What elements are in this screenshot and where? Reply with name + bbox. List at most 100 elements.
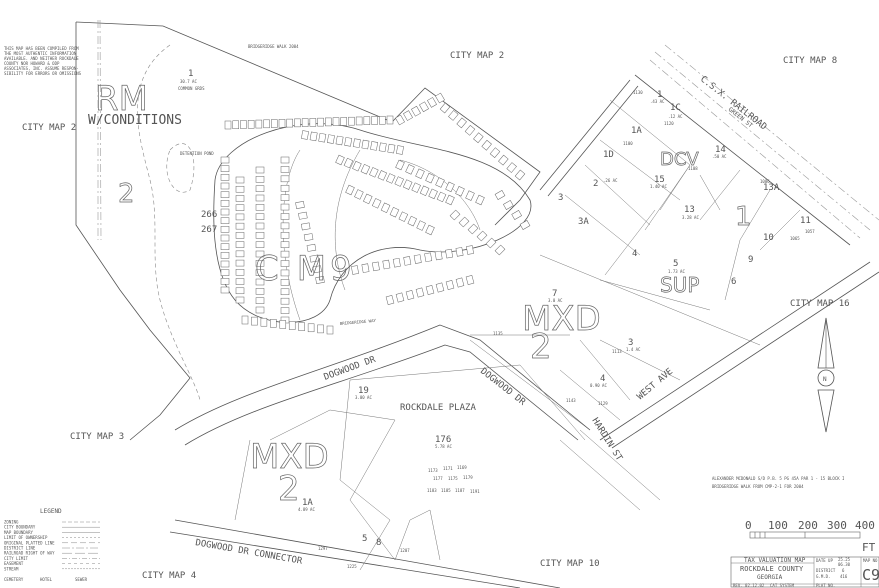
detention-pond-label: DETENTION POND [180,151,214,156]
parcel-area: .12 AC [668,114,683,119]
zone-cm-number: 9 [330,249,352,289]
townhouse-unit [220,165,230,172]
townhouse-unit [458,216,470,228]
townhouse-unit [255,185,265,192]
townhouse-unit [280,156,290,164]
townhouse-unit [403,110,413,121]
townhouse-unit [413,254,422,264]
hardin-st [559,429,661,511]
gmd-value: 416 [840,574,848,579]
townhouse-unit [255,306,265,314]
legend-item-label: STREAM [4,566,19,571]
scale-bar: 0 100 200 300 400 FT [745,519,876,554]
address-number: 1183 [427,488,437,493]
townhouse-unit [224,120,232,130]
townhouse-unit [255,288,265,295]
townhouse-unit [395,159,405,171]
townhouse-unit [394,176,404,187]
legend-symbol-label: CEMETERY [4,577,24,582]
scale-tick: 300 [827,519,847,532]
address-number: 1120 [664,121,674,126]
parcel-id: 4 [600,374,605,384]
townhouse-unit [220,156,230,164]
townhouse-unit [271,119,278,128]
townhouse-unit [317,117,324,127]
title-footer: CAT SYSTEM [770,583,795,588]
townhouse-unit [247,120,255,129]
townhouse-unit [220,260,230,268]
townhouse-unit [255,119,263,129]
street-bridgeridge-way: BRIDGERIDGE WAY [340,318,377,326]
townhouse-units [220,92,531,335]
townhouse-unit [415,287,425,298]
townhouse-unit [220,208,230,216]
townhouse-unit [416,220,426,231]
townhouse-unit [498,154,509,166]
scale-unit: FT [862,541,876,554]
dogwood-dr [174,324,591,446]
parcel-id: 2 [593,179,598,189]
townhouse-unit [235,213,245,221]
townhouse-unit [288,321,296,330]
townhouse-unit [456,117,467,129]
townhouse-unit [220,182,230,190]
csx-railroad: C.S.X. RAILROAD [698,74,768,132]
address-number: 1179 [463,475,473,480]
townhouse-unit [309,131,318,142]
townhouse-unit [352,160,362,172]
parcel-area: .50 AC [712,154,727,159]
townhouse-unit [355,116,363,126]
zone-mxd-south: MXD [250,437,329,477]
townhouse-unit [345,184,355,196]
townhouse-unit [434,250,443,261]
townhouse-unit [445,181,455,193]
townhouse-unit [280,288,290,296]
townhouse-unit [395,114,405,126]
townhouse-unit [411,182,421,193]
west-ave [599,261,879,449]
townhouse-unit [481,139,492,151]
zone-rm-conditions: W/CONDITIONS [88,113,182,128]
parcel-id: 19 [358,386,369,396]
note-line: AVAILABLE. AND NEITHER ROCKDALE [4,56,79,61]
adjacent-map-top: CITY MAP 2 [450,51,504,61]
townhouse-unit [361,139,370,150]
parcel-area: 3.00 AC [355,395,372,400]
parcel-id: 4 [632,249,637,259]
townhouse-unit [325,117,332,127]
zone-sup: SUP [660,273,699,297]
townhouse-unit [280,232,290,239]
townhouse-unit [298,322,305,331]
loop-road [213,123,532,323]
townhouse-unit [307,323,315,333]
district-value: 6 [842,568,845,573]
townhouse-unit [519,220,531,230]
townhouse-unit [435,282,445,293]
zone-mxd-south-number: 2 [278,469,300,509]
note-line: SIBILITY FOR ERRORS OR OMISSIONS [4,71,82,76]
townhouse-unit [255,260,265,267]
street-green [539,74,851,246]
townhouse-unit [425,224,435,236]
townhouse-unit [344,137,353,147]
townhouse-unit [407,215,417,227]
dogwood-connector [169,519,561,588]
legend-item-label: CITY BOUNDARY [4,525,36,530]
parcel-id: 5 [673,259,678,269]
townhouse-unit [235,269,245,276]
townhouse-unit [278,119,286,128]
townhouse-unit [255,269,265,276]
zone-dcv: DCV [660,149,699,170]
parcel-id: 1A [302,498,313,508]
townhouse-unit [280,250,290,258]
townhouse-unit [326,325,334,335]
townhouse-unit [428,188,438,200]
townhouse-unit [280,194,290,201]
date-up-value: 25.25 [838,557,851,562]
townhouse-unit [251,316,258,326]
townhouse-unit [439,102,451,114]
townhouse-unit [255,232,265,239]
address-number: 1177 [433,476,443,481]
